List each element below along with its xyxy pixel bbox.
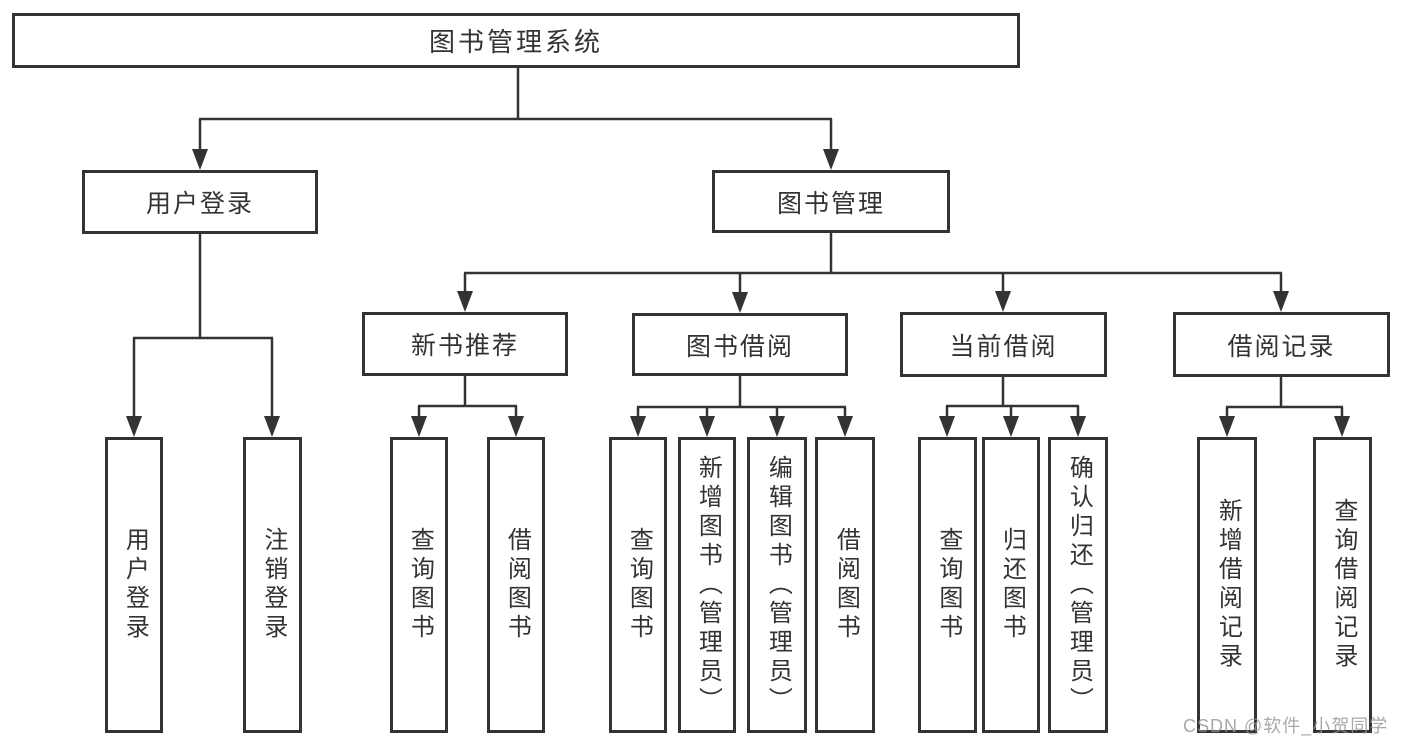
leaf-edit-book-admin: 编辑图书（管理员） <box>747 437 807 733</box>
leaf-query-borrow-record: 查询借阅记录 <box>1313 437 1372 733</box>
leaf-confirm-return-admin-label: 确认归还（管理员） <box>1065 454 1093 716</box>
leaf-user-login-label: 用户登录 <box>121 527 149 643</box>
leaf-add-book-admin-label: 新增图书（管理员） <box>694 454 722 716</box>
node-book-borrowing: 图书借阅 <box>632 313 848 376</box>
leaf-borrow-books-label: 借阅图书 <box>832 527 860 643</box>
node-user-login: 用户登录 <box>82 170 318 234</box>
leaf-add-borrow-record: 新增借阅记录 <box>1197 437 1257 733</box>
leaf-borrow-books: 借阅图书 <box>815 437 875 733</box>
leaf-add-borrow-record-label: 新增借阅记录 <box>1214 498 1242 672</box>
leaf-query-books-current-label: 查询图书 <box>934 527 962 643</box>
leaf-query-books-borrow: 查询图书 <box>609 437 667 733</box>
leaf-confirm-return-admin: 确认归还（管理员） <box>1048 437 1108 733</box>
node-book-management: 图书管理 <box>712 170 950 233</box>
leaf-borrow-books-recommend: 借阅图书 <box>487 437 545 733</box>
leaf-borrow-books-recommend-label: 借阅图书 <box>503 527 531 643</box>
leaf-add-book-admin: 新增图书（管理员） <box>678 437 736 733</box>
leaf-return-book: 归还图书 <box>982 437 1040 733</box>
leaf-query-books-borrow-label: 查询图书 <box>625 527 653 643</box>
leaf-return-book-label: 归还图书 <box>998 527 1026 643</box>
node-library-management-system: 图书管理系统 <box>12 13 1020 68</box>
csdn-watermark: CSDN @软件_小贺同学 <box>1183 716 1389 736</box>
leaf-query-books-recommend: 查询图书 <box>390 437 448 733</box>
node-new-book-recommendation: 新书推荐 <box>362 312 568 376</box>
leaf-query-books-recommend-label: 查询图书 <box>406 527 434 643</box>
leaf-query-borrow-record-label: 查询借阅记录 <box>1329 498 1357 672</box>
leaf-logout-label: 注销登录 <box>259 527 287 643</box>
leaf-query-books-current: 查询图书 <box>918 437 977 733</box>
leaf-logout: 注销登录 <box>243 437 302 733</box>
node-current-borrowing: 当前借阅 <box>900 312 1107 377</box>
leaf-user-login: 用户登录 <box>105 437 163 733</box>
arrowheads <box>126 149 1350 437</box>
leaf-edit-book-admin-label: 编辑图书（管理员） <box>764 454 792 716</box>
node-borrowing-records: 借阅记录 <box>1173 312 1390 377</box>
